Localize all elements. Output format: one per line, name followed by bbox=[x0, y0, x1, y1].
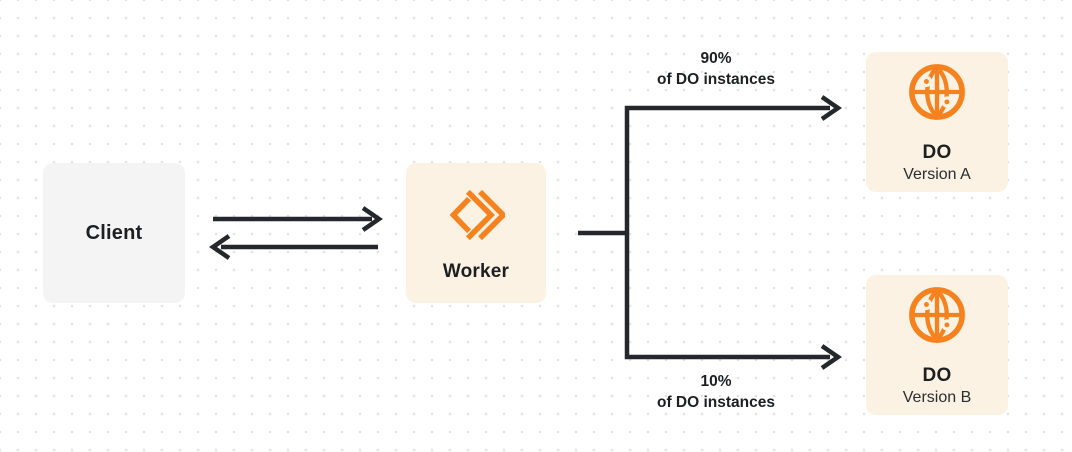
branch-top-caption: of DO instances bbox=[657, 71, 775, 88]
branch-split bbox=[624, 105, 830, 360]
arrowhead-left-icon bbox=[209, 234, 231, 260]
branch-top-percent: 90% bbox=[700, 50, 732, 67]
do-a-title: DO bbox=[922, 142, 952, 163]
branch-bottom-percent: 10% bbox=[700, 373, 732, 390]
branch-label-90: 90% of DO instances bbox=[606, 48, 826, 90]
arrowhead-right-icon bbox=[361, 206, 383, 232]
do-version-a-node: DO Version A bbox=[866, 52, 1008, 192]
globe-icon bbox=[906, 61, 968, 123]
worker-label: Worker bbox=[442, 261, 510, 282]
branch-bottom-caption: of DO instances bbox=[657, 394, 775, 411]
arrowhead-top-icon bbox=[820, 95, 842, 121]
code-chevrons-icon bbox=[447, 185, 505, 245]
branch-label-10: 10% of DO instances bbox=[606, 371, 826, 413]
arrowhead-bottom-icon bbox=[820, 344, 842, 370]
client-node: Client bbox=[43, 163, 185, 303]
globe-icon bbox=[906, 284, 968, 346]
do-a-subtitle: Version A bbox=[903, 166, 971, 183]
client-label: Client bbox=[85, 221, 143, 244]
worker-node: Worker bbox=[406, 163, 546, 303]
do-b-subtitle: Version B bbox=[902, 389, 972, 406]
do-version-b-node: DO Version B bbox=[866, 275, 1008, 415]
do-b-title: DO bbox=[922, 365, 952, 386]
